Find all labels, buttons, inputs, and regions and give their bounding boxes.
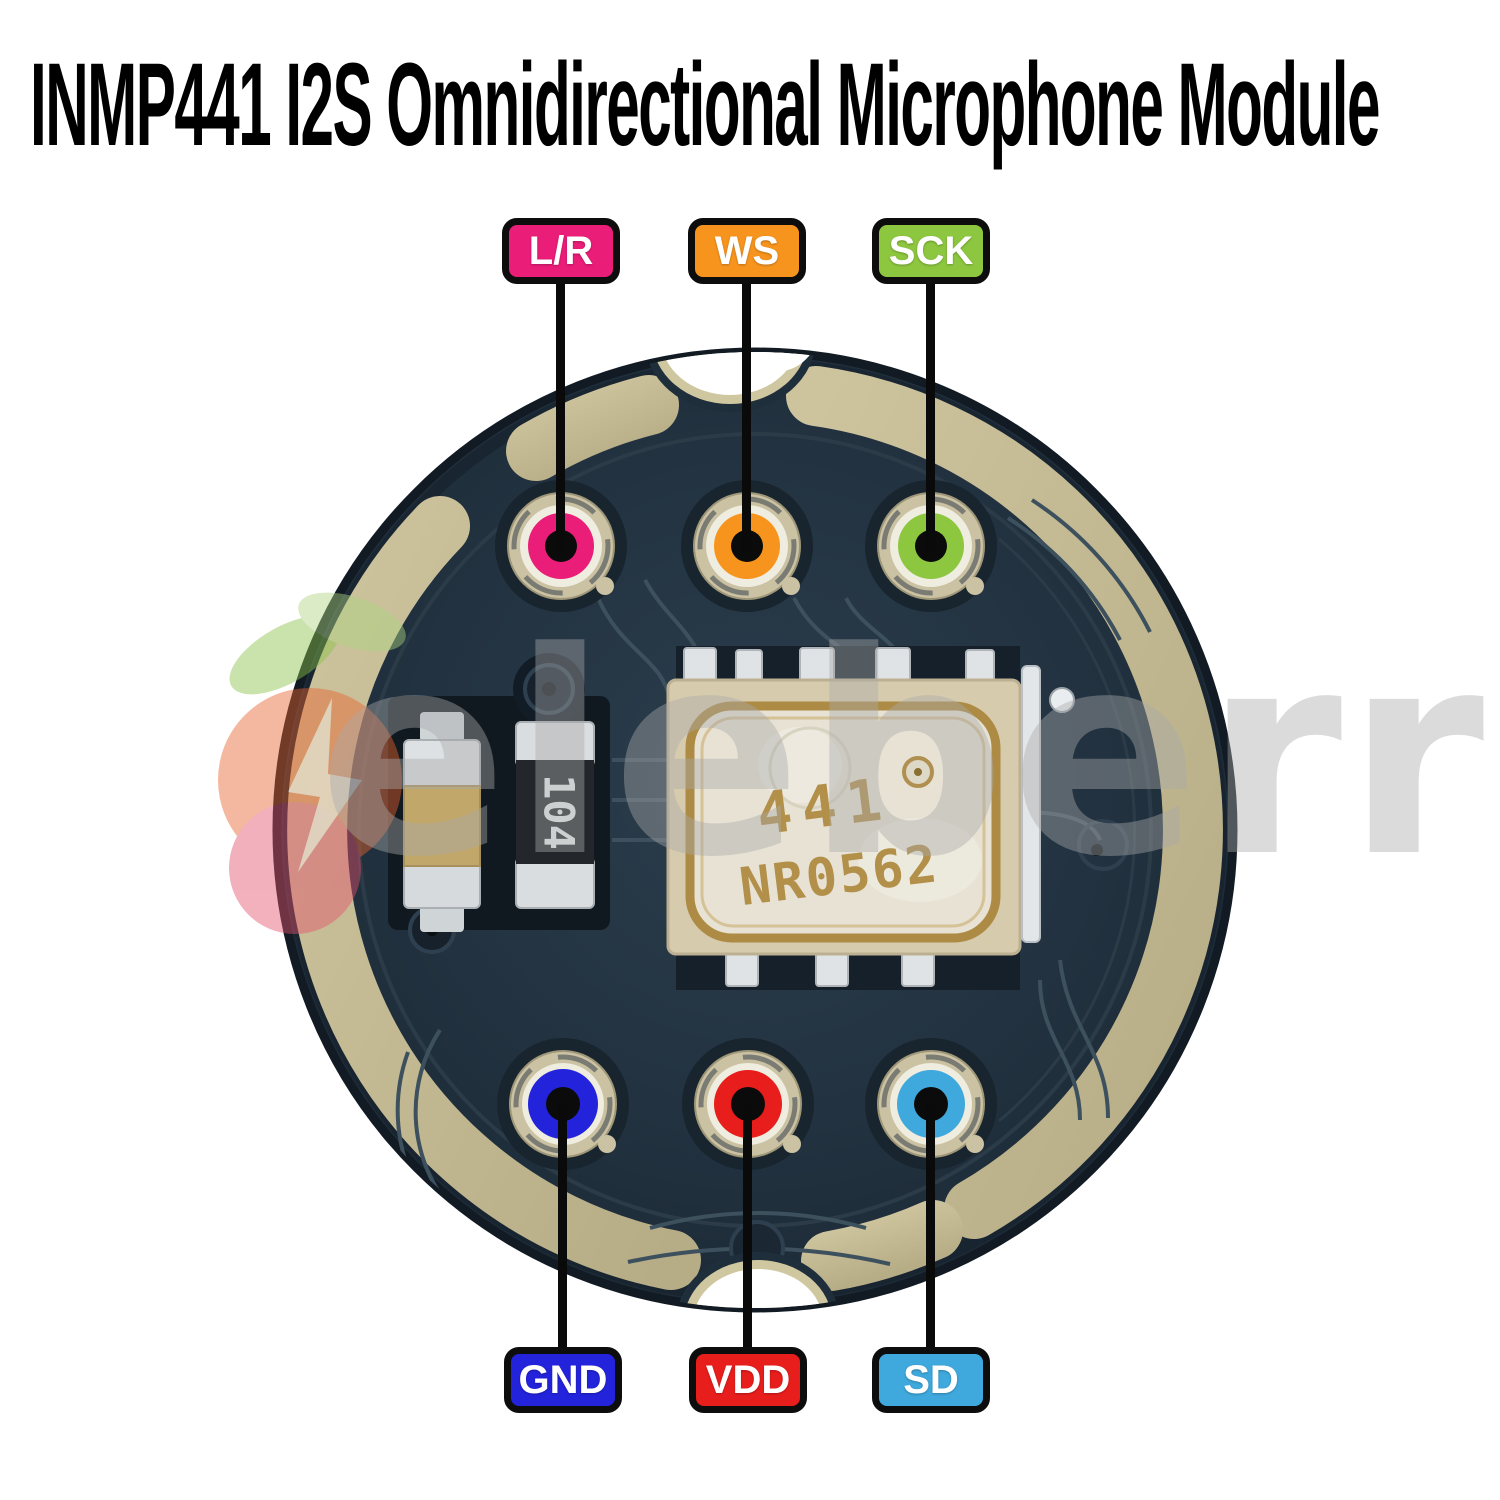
pin-label-sd: SD [872,1347,990,1413]
leader-line-ws [742,284,751,552]
leader-line-vdd [743,1104,752,1347]
pin-label-vdd: VDD [689,1347,807,1413]
chip-marking-line1: 441 [753,764,895,848]
fiducial-dot [1049,687,1075,713]
pin-label-lr: L/R [502,218,620,284]
page-title: INMP441 I2S Omnidirectional Microphone M… [30,39,1380,171]
pin-label-gnd: GND [504,1347,622,1413]
resistor-marking: 104 [535,774,584,850]
mems-chip: 441 NR0562 [666,647,1075,987]
top-notch [644,352,819,412]
bottom-notch [676,1252,840,1308]
capacitor [403,712,481,932]
leader-line-lr [556,284,565,552]
leader-line-gnd [558,1104,567,1347]
pin-label-sck: SCK [872,218,990,284]
pin-label-ws: WS [688,218,806,284]
leader-line-sd [926,1104,935,1347]
gold-plating-arcs [287,366,1223,1291]
leader-line-sck [926,284,935,552]
resistor: 104 [515,721,595,909]
